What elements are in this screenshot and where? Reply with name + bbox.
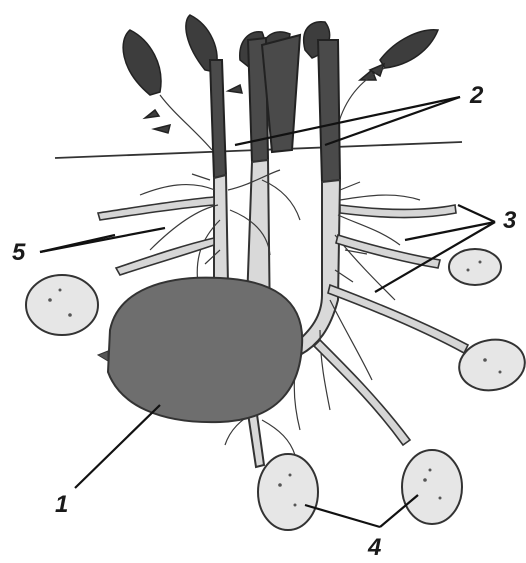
label-4: 4	[367, 534, 381, 561]
label-3: 3	[503, 207, 517, 234]
label-5: 5	[12, 239, 26, 266]
mother-tuber	[108, 278, 302, 423]
stems	[210, 35, 340, 182]
label-2: 2	[469, 82, 484, 109]
label-1: 1	[55, 491, 68, 518]
